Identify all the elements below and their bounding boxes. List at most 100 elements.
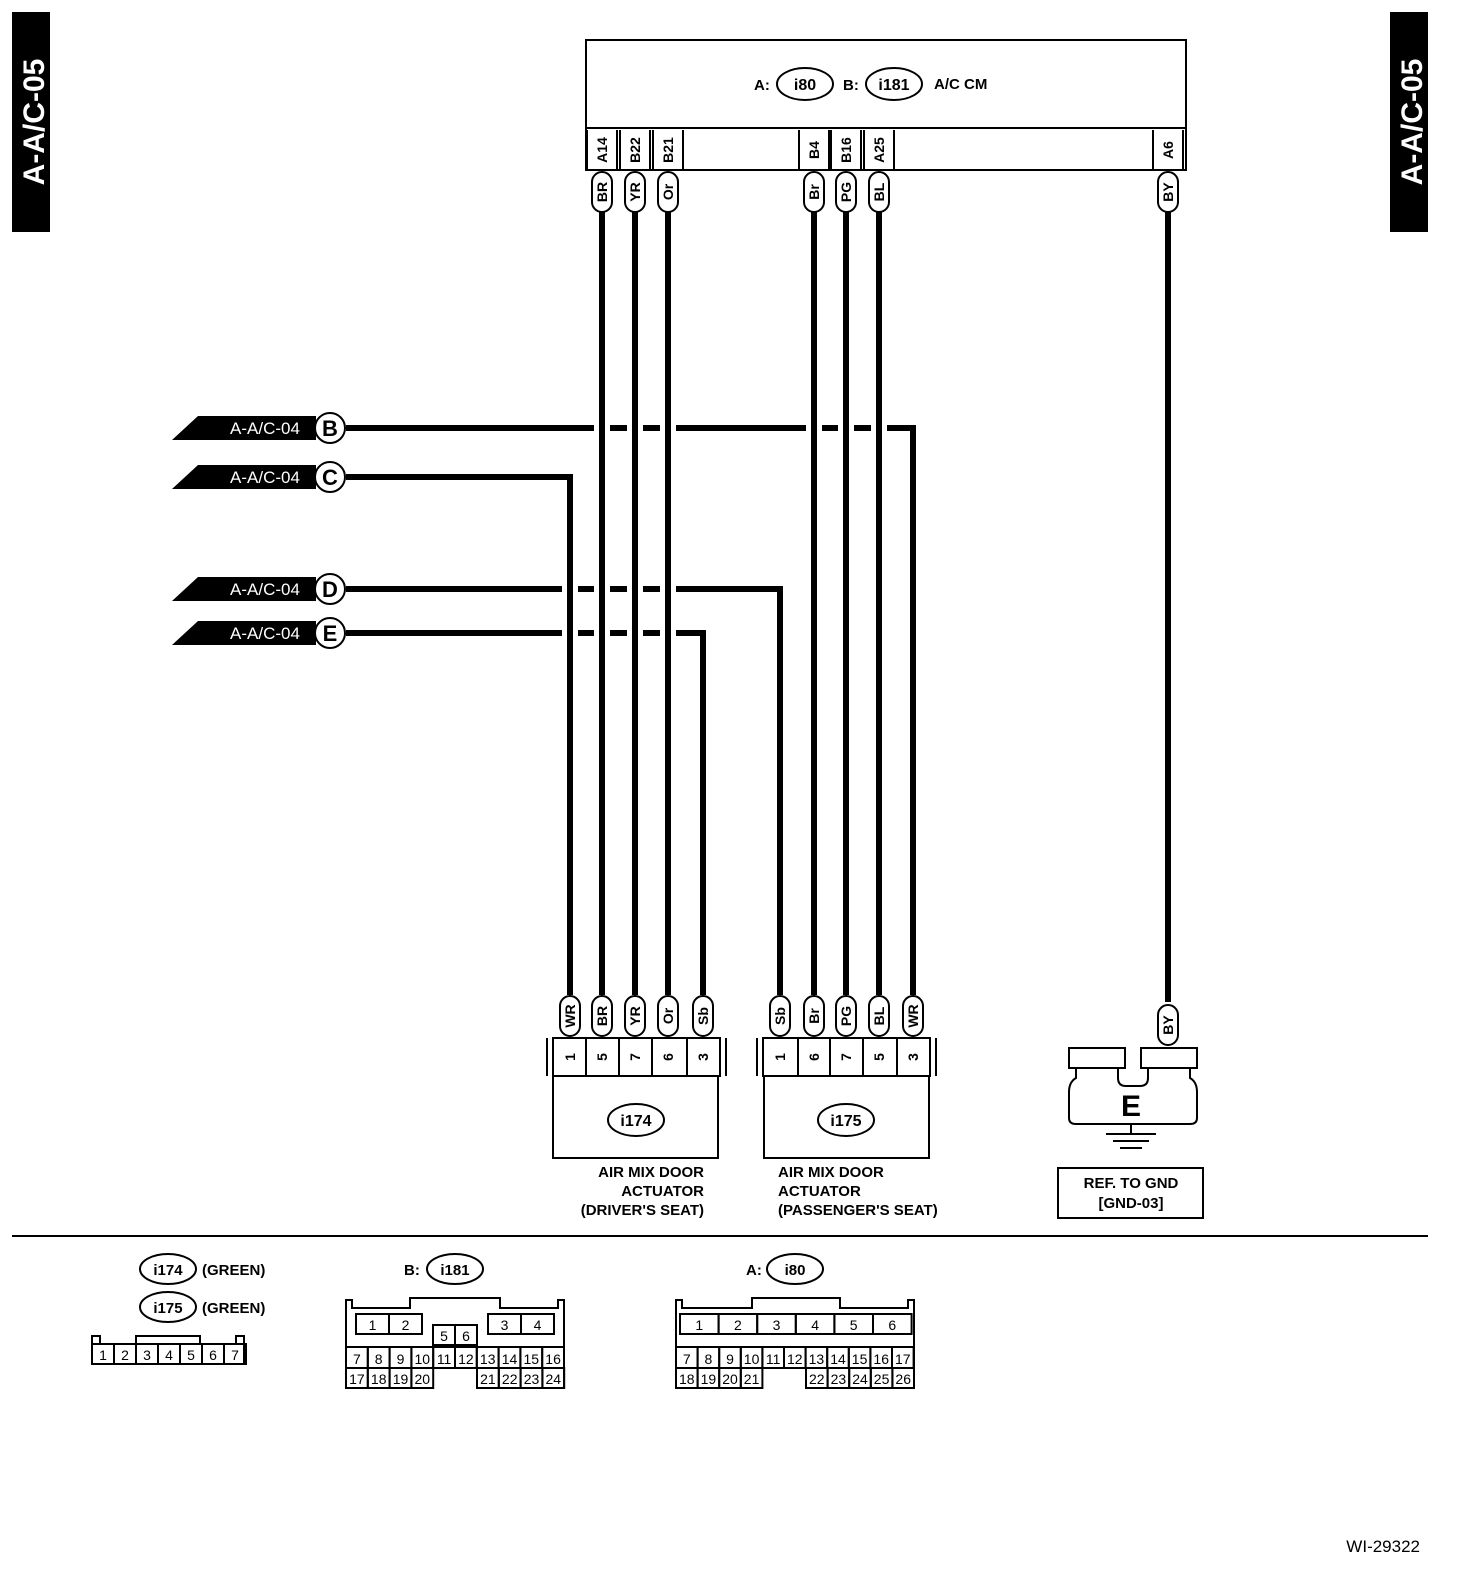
legend-a-pin-6: 6 [888, 1317, 896, 1333]
module-wire-color-B21: Or [660, 183, 676, 200]
legend-i174-badge [139, 1253, 197, 1285]
legend-a-pin-4: 4 [811, 1317, 819, 1333]
legend-a-pin-24: 24 [852, 1371, 868, 1387]
legend-b-pin-4: 4 [534, 1317, 542, 1333]
legend-a-pin-18: 18 [679, 1371, 695, 1387]
legend-i174-pin-6: 6 [209, 1347, 217, 1363]
ref-letter-C: C [322, 465, 338, 490]
driver-wire-color-7-pill [624, 995, 646, 1037]
legend-i174: i174 [153, 1262, 183, 1279]
legend-a-conn: i80 [785, 1262, 806, 1279]
actuator-driver-title-3: (DRIVER'S SEAT) [581, 1202, 704, 1219]
legend-i174-color: (GREEN) [202, 1262, 265, 1279]
driver-wire-color-6: Or [660, 1007, 676, 1024]
passenger-wire-color-1: Sb [772, 1007, 788, 1025]
legend-b-conn: i181 [440, 1262, 469, 1279]
module-conn-b-badge [865, 67, 923, 101]
module-conn-a: i80 [794, 77, 816, 94]
ref-letter-E: E [323, 621, 338, 646]
module-conn-a-badge [776, 67, 834, 101]
legend-b-pin-7: 7 [353, 1351, 361, 1367]
module-pin-A25: A25 [871, 137, 887, 163]
legend-a-pin-20: 20 [722, 1371, 738, 1387]
legend-a-badge [766, 1253, 824, 1285]
legend-b-pin-9: 9 [397, 1351, 405, 1367]
wire-ref-c [346, 474, 573, 995]
actuator-passenger-title-1: AIR MIX DOOR [778, 1164, 884, 1181]
legend-b-pin-6: 6 [462, 1328, 470, 1344]
legend-a-pin-17: 17 [895, 1351, 911, 1367]
legend-i174-pin-3: 3 [143, 1347, 151, 1363]
legend-b-pin-18: 18 [371, 1371, 387, 1387]
figure-id: WI-29322 [1346, 1537, 1420, 1556]
legend-a-pin-26: 26 [895, 1371, 911, 1387]
module-wire-color-B16: PG [838, 182, 854, 202]
module-wire-color-B22: YR [627, 182, 643, 201]
module-wire-color-A6: BY [1160, 182, 1176, 202]
legend-b-pin-13: 13 [480, 1351, 496, 1367]
ground-letter: E [1121, 1090, 1141, 1123]
driver-wire-color-1: WR [562, 1004, 578, 1027]
passenger-wire-color-6: Br [806, 1008, 822, 1024]
legend-b-pin-10: 10 [415, 1351, 431, 1367]
legend-b-pin-1: 1 [369, 1317, 377, 1333]
driver-wire-color-3-pill [692, 995, 714, 1037]
legend-b-pin-19: 19 [393, 1371, 409, 1387]
ref-page-C: A-A/C-04 [230, 468, 300, 487]
legend-i174-pin-4: 4 [165, 1347, 173, 1363]
passenger-wire-color-7: PG [838, 1006, 854, 1026]
ground-ref-1: REF. TO GND [1084, 1175, 1179, 1192]
ref-letter-B: B [322, 416, 338, 441]
module-pin-B21: B21 [660, 137, 676, 163]
legend-i175: i175 [153, 1300, 182, 1317]
legend-i175-color: (GREEN) [202, 1300, 265, 1317]
passenger-wire-color-7-pill [835, 995, 857, 1037]
legend-b-pin-3: 3 [501, 1317, 509, 1333]
legend-i174-pin-5: 5 [187, 1347, 195, 1363]
ground-wire-color-pill [1157, 1004, 1179, 1046]
driver-pin-1: 1 [562, 1053, 578, 1061]
legend-b-pin-17: 17 [349, 1371, 365, 1387]
ref-letter-D: D [322, 577, 338, 602]
ground-wire-color: BY [1160, 1015, 1176, 1035]
driver-pin-3: 3 [695, 1053, 711, 1061]
ref-page-E: A-A/C-04 [230, 624, 300, 643]
legend-a-pin-13: 13 [809, 1351, 825, 1367]
module-pin-A6: A6 [1160, 141, 1176, 159]
passenger-wire-color-5-pill [868, 995, 890, 1037]
side-tab-left: A-A/C-05 [12, 12, 51, 232]
passenger-wire-color-5: BL [871, 1006, 887, 1025]
driver-wire-color-6-pill [657, 995, 679, 1037]
passenger-wire-color-6-pill [803, 995, 825, 1037]
actuator-passenger-connector: i175 [830, 1113, 861, 1130]
module-wire-color-B4: Br [806, 184, 822, 200]
legend-b-pin-12: 12 [458, 1351, 474, 1367]
wire-ref-e [346, 630, 706, 995]
legend-b-pin-14: 14 [502, 1351, 518, 1367]
module-wire-color-A25: BL [871, 182, 887, 201]
legend-b-prefix: B: [404, 1262, 420, 1279]
legend-b-pin-11: 11 [437, 1351, 452, 1367]
legend-a-pin-11: 11 [766, 1351, 781, 1367]
module-conn-a-prefix: A: [754, 77, 770, 94]
legend-a-pin-1: 1 [695, 1317, 703, 1333]
legend-a-prefix: A: [746, 1262, 762, 1279]
legend-a-pin-14: 14 [830, 1351, 846, 1367]
legend-a-pin-25: 25 [874, 1371, 890, 1387]
legend-b-pin-2: 2 [402, 1317, 410, 1333]
legend-b-badge [426, 1253, 484, 1285]
legend-a-pin-22: 22 [809, 1371, 825, 1387]
legend-b-pin-21: 21 [480, 1371, 496, 1387]
legend-b-pin-23: 23 [524, 1371, 540, 1387]
module-wire-color-A14: BR [594, 182, 610, 202]
passenger-pin-1: 1 [772, 1053, 788, 1061]
module-conn-b: i181 [878, 77, 909, 94]
legend-a-pin-2: 2 [734, 1317, 742, 1333]
